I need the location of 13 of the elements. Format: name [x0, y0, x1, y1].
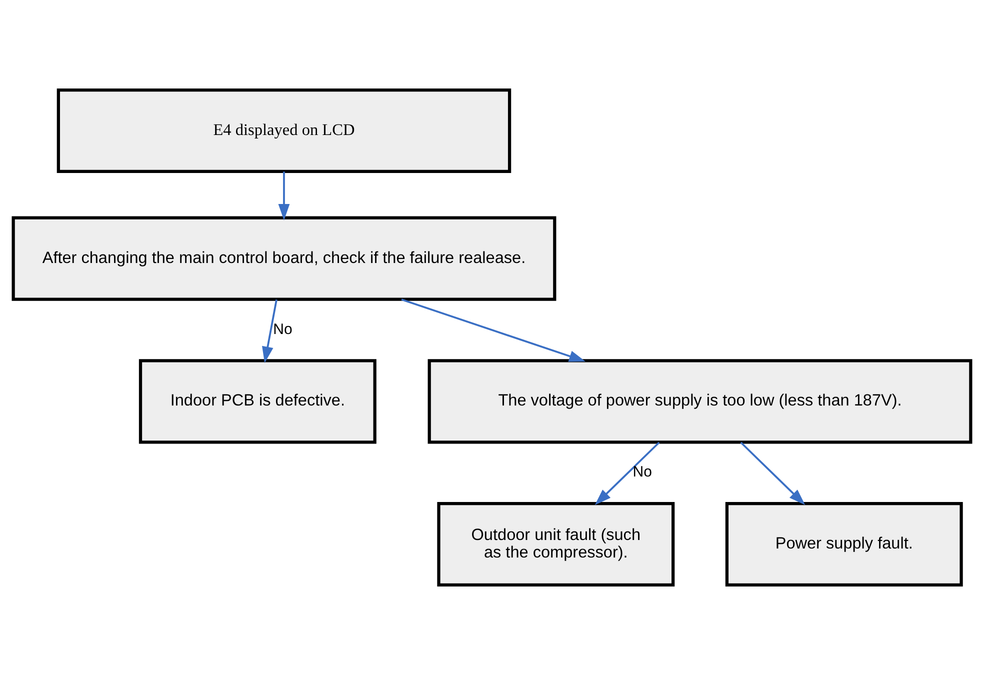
arrow — [262, 298, 278, 363]
node-box: Outdoor unit fault (such as the compressor). — [437, 501, 675, 586]
node-box: E4 displayed on LCD — [56, 88, 512, 173]
arrow — [401, 298, 586, 362]
node-box: Indoor PCB is defective. — [138, 358, 376, 444]
edge-label: No — [632, 463, 652, 480]
node-box: Power supply fault. — [725, 501, 963, 586]
arrow — [740, 441, 806, 505]
edge-label: No — [273, 320, 292, 338]
node-box: After changing the main control board, check if the failure realease. — [12, 216, 556, 300]
arrow — [594, 441, 660, 505]
node-box: The voltage of power supply is too low (less than 187V). — [428, 358, 972, 444]
arrow — [278, 171, 290, 220]
